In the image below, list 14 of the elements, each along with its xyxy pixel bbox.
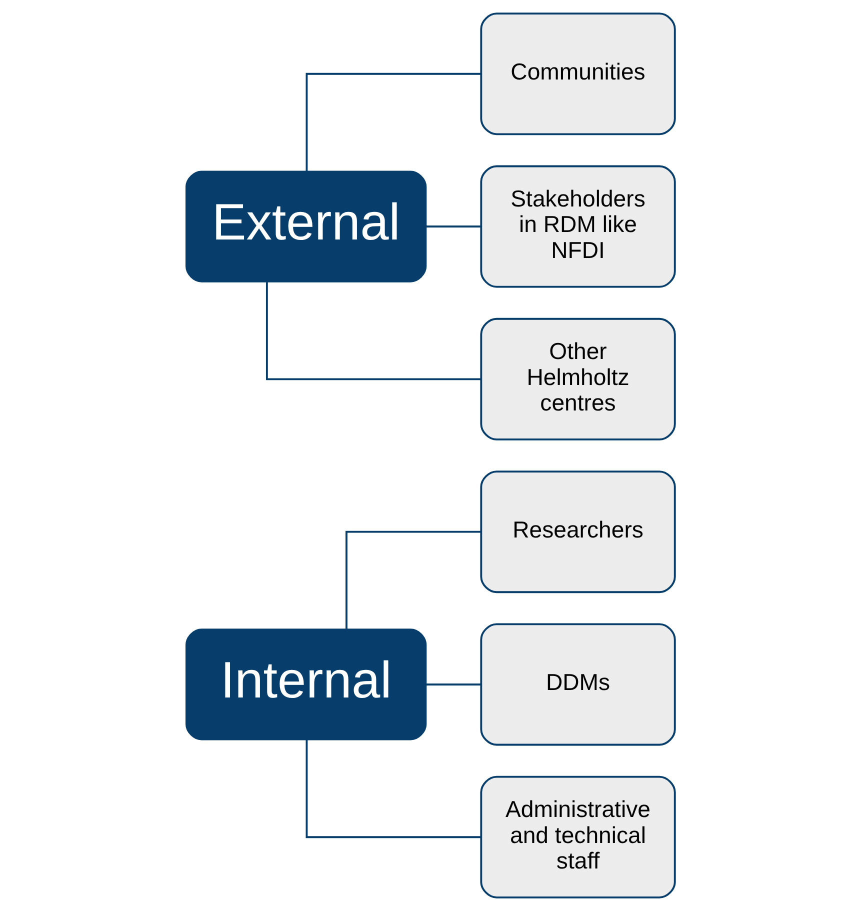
connector [266, 282, 481, 380]
node-box: External [185, 170, 427, 282]
node-box: Other Helmholtz centres [480, 318, 676, 440]
node-box: Internal [185, 628, 427, 740]
connector [346, 530, 482, 629]
connector [306, 740, 481, 838]
node-box: Stakeholders in RDM like NFDI [480, 165, 676, 288]
connector [426, 226, 482, 228]
node-box: Researchers [480, 470, 676, 594]
connector [306, 72, 481, 171]
node-box: Administrative and technical staff [480, 776, 676, 898]
node-box: DDMs [480, 623, 676, 746]
node-box: Communities [480, 12, 676, 136]
connector [426, 684, 482, 686]
